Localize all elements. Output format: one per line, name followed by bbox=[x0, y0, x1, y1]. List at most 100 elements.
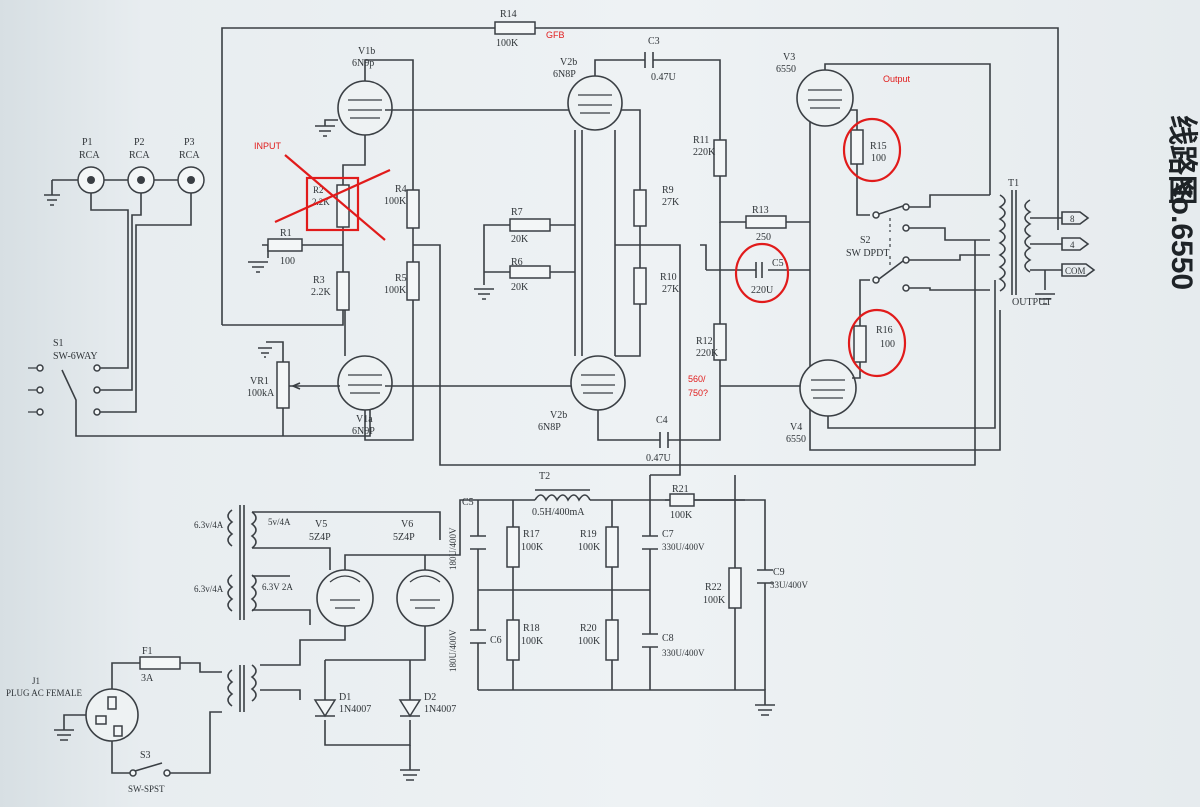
input-stage: V1b 6N9p V1a 6N9P R2 2.2K R3 2.2K R1 100… bbox=[222, 46, 976, 466]
c6-ref: C6 bbox=[490, 635, 502, 646]
r20-ref: R20 bbox=[580, 623, 597, 634]
c4-value: 0.47U bbox=[646, 453, 672, 464]
tap-8-label: 8 bbox=[1070, 214, 1075, 224]
resistor-r21 bbox=[669, 493, 695, 507]
v3-ref: V3 bbox=[783, 52, 795, 63]
s1-ref: S1 bbox=[53, 338, 64, 349]
t1-label: OUTPUT bbox=[1012, 297, 1051, 308]
output-stage: V3 6550 R15 100 V4 6550 R16 100 bbox=[776, 52, 996, 445]
v2b-top-ref: V2b bbox=[560, 57, 577, 68]
r12-ref: R12 bbox=[696, 336, 713, 347]
resistor-r20 bbox=[605, 619, 619, 661]
resistor-r15 bbox=[850, 129, 864, 165]
d1-ref: D1 bbox=[339, 692, 351, 703]
resistor-r3 bbox=[336, 271, 350, 311]
tube-v3 bbox=[796, 69, 854, 127]
r4-value: 100K bbox=[384, 196, 407, 207]
review-annotations: INPUT Output bbox=[254, 74, 911, 378]
r15-value: 100 bbox=[871, 153, 886, 164]
resistor-r6 bbox=[509, 265, 551, 279]
tube-v5 bbox=[316, 569, 374, 627]
r16-value: 100 bbox=[880, 339, 895, 350]
c5b-ref: C5 bbox=[462, 497, 474, 508]
r2-cross-out bbox=[274, 154, 391, 241]
ac-inlet: J1 PLUG AC FEMALE F1 3A S3 SW-SPST bbox=[6, 646, 222, 794]
r13-ref: R13 bbox=[752, 205, 769, 216]
r12-note-2: 750? bbox=[688, 388, 708, 398]
r1-value: 100 bbox=[280, 256, 295, 267]
c5b-value: 180U/400V bbox=[448, 527, 458, 570]
v6-ref: V6 bbox=[401, 519, 413, 530]
r11-ref: R11 bbox=[693, 135, 709, 146]
r7-value: 20K bbox=[511, 234, 529, 245]
c5a-value: 220U bbox=[751, 285, 774, 296]
tube-v1b bbox=[337, 80, 393, 136]
title-suffix: 线路图 bbox=[1165, 115, 1198, 205]
title-model: No.6550 bbox=[1165, 175, 1198, 290]
r22-ref: R22 bbox=[705, 582, 722, 593]
diagram-title-model: No.6550 bbox=[1165, 175, 1198, 290]
r9-ref: R9 bbox=[662, 185, 674, 196]
c5-highlight-circle bbox=[734, 242, 790, 304]
r15-highlight-circle bbox=[842, 117, 902, 183]
s1-type: SW-6WAY bbox=[53, 351, 98, 362]
f1-value: 3A bbox=[141, 673, 154, 684]
p2-type: RCA bbox=[129, 150, 150, 161]
diode-d2 bbox=[398, 699, 422, 718]
r18-value: 100K bbox=[521, 636, 544, 647]
resistor-r1 bbox=[267, 238, 303, 252]
r17-value: 100K bbox=[521, 542, 544, 553]
pt-w2: 6.3v/4A bbox=[194, 584, 224, 594]
resistor-r19 bbox=[605, 526, 619, 568]
potentiometer-vr1 bbox=[276, 361, 290, 409]
r17-ref: R17 bbox=[523, 529, 540, 540]
v1a-type: 6N9P bbox=[352, 426, 375, 437]
r22-value: 100K bbox=[703, 595, 726, 606]
input-jacks: P1 RCA P2 RCA P3 RCA bbox=[44, 137, 205, 413]
tap-com bbox=[1061, 263, 1096, 277]
r20-value: 100K bbox=[578, 636, 601, 647]
splitter-network: R11 220K R13 250 R12 220K C5 220U 560/ 7… bbox=[688, 100, 1001, 451]
v4-type: 6550 bbox=[786, 434, 806, 445]
r9-value: 27K bbox=[662, 197, 680, 208]
r14-ref: R14 bbox=[500, 9, 517, 20]
c9-value: 33U/400V bbox=[770, 580, 809, 590]
resistor-r18 bbox=[506, 619, 520, 661]
v6-type: 5Z4P bbox=[393, 532, 415, 543]
r3-ref: R3 bbox=[313, 275, 325, 286]
resistor-r22 bbox=[728, 567, 742, 609]
resistor-r10 bbox=[633, 267, 647, 305]
c9-ref: C9 bbox=[773, 567, 785, 578]
pt-w3: 5v/4A bbox=[268, 517, 291, 527]
r6-value: 20K bbox=[511, 282, 529, 293]
r13-value: 250 bbox=[756, 232, 771, 243]
resistor-r14 bbox=[494, 21, 536, 35]
p3-type: RCA bbox=[179, 150, 200, 161]
tap-com-label: COM bbox=[1065, 266, 1086, 276]
v2b-bot-type: 6N8P bbox=[538, 422, 561, 433]
r10-ref: R10 bbox=[660, 272, 677, 283]
r21-ref: R21 bbox=[672, 484, 689, 495]
switch-s2: S2 SW DPDT bbox=[846, 194, 990, 292]
output-transformer-t1: T1 OUTPUT 8 4 COM bbox=[998, 178, 1096, 308]
p1-type: RCA bbox=[79, 150, 100, 161]
v5-ref: V5 bbox=[315, 519, 327, 530]
r3-value: 2.2K bbox=[311, 287, 332, 298]
resistor-r13 bbox=[745, 215, 787, 229]
c5a-ref: C5 bbox=[772, 258, 784, 269]
c3-value: 0.47U bbox=[651, 72, 677, 83]
c8-value: 330U/400V bbox=[662, 648, 705, 658]
r21-value: 100K bbox=[670, 510, 693, 521]
resistor-r9 bbox=[633, 189, 647, 227]
c3-ref: C3 bbox=[648, 36, 660, 47]
tube-v4 bbox=[799, 359, 857, 417]
r4-ref: R4 bbox=[395, 184, 407, 195]
c7-ref: C7 bbox=[662, 529, 674, 540]
r12-value: 220K bbox=[696, 348, 719, 359]
p1-ref: P1 bbox=[82, 137, 93, 148]
t1-ref: T1 bbox=[1008, 178, 1019, 189]
tube-v6 bbox=[396, 569, 454, 627]
c7-value: 330U/400V bbox=[662, 542, 705, 552]
j1-ref: J1 bbox=[32, 676, 40, 686]
